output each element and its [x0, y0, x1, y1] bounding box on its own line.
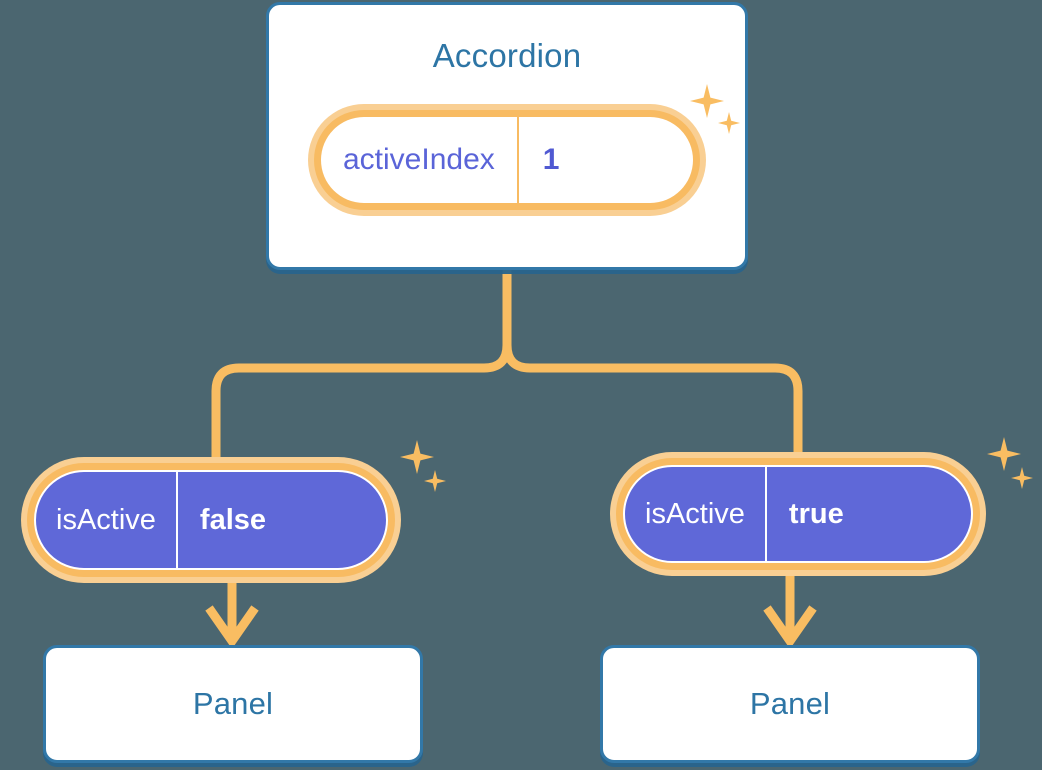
pill-value-label: false	[175, 472, 288, 568]
pill-ring: isActive true	[616, 458, 980, 570]
pill-body: activeIndex 1	[321, 117, 693, 203]
state-pill-is-active-right[interactable]: isActive true	[610, 452, 986, 576]
sparkle-icon	[424, 470, 446, 492]
panel-card-left[interactable]: Panel	[43, 645, 423, 763]
sparkle-group-right-pill	[985, 437, 1042, 507]
accordion-title: Accordion	[432, 37, 582, 74]
state-pill-is-active-left[interactable]: isActive false	[21, 457, 401, 583]
pill-ring: activeIndex 1	[314, 110, 700, 210]
panel-title: Panel	[192, 686, 274, 721]
sparkle-group-left-pill	[398, 440, 458, 510]
pill-body: isActive true	[623, 465, 973, 563]
pill-value-label: 1	[516, 117, 584, 203]
pill-body: isActive false	[34, 470, 388, 570]
state-pill-active-index[interactable]: activeIndex 1	[308, 104, 706, 216]
pill-key-label: isActive	[56, 503, 156, 536]
connector-branch-right	[502, 344, 803, 452]
sparkle-icon	[400, 440, 434, 474]
pill-value-label: true	[764, 467, 866, 561]
panel-card-right[interactable]: Panel	[600, 645, 980, 763]
pill-ring: isActive false	[27, 463, 395, 577]
arrow-down-icon-left	[205, 583, 259, 649]
arrow-down-icon-right	[763, 576, 817, 649]
sparkle-icon	[987, 437, 1021, 471]
sparkle-icon	[1011, 467, 1033, 489]
connector-branch-left	[211, 344, 512, 457]
panel-title: Panel	[749, 686, 831, 721]
pill-key-label: isActive	[645, 497, 745, 530]
pill-key-label: activeIndex	[343, 143, 495, 176]
